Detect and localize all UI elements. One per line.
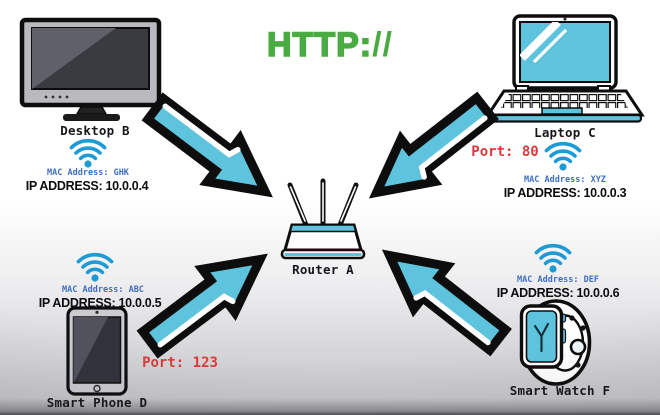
http-slashes: // <box>372 26 393 64</box>
laptop-label: Laptop C <box>534 125 596 140</box>
watch-mac-address: MAC Address: DEF <box>517 275 599 285</box>
smartphone-graphic <box>66 306 128 396</box>
phone-label: Smart Phone D <box>46 395 148 410</box>
phone-mac-address: MAC Address: ABC <box>62 285 144 295</box>
desktop-monitor-graphic <box>19 17 162 121</box>
http-text: HTTP: <box>266 25 373 65</box>
watch-label: Smart Watch F <box>509 383 611 398</box>
router-label: Router A <box>292 262 354 277</box>
desktop-mac-address: MAC Address: GHK <box>47 168 129 178</box>
laptop-port: Port: 80 <box>471 144 539 160</box>
wifi-icon <box>69 138 107 170</box>
desktop-label: Desktop B <box>60 123 130 138</box>
arrow-watch-to-router-icon <box>362 222 527 374</box>
wifi-icon <box>534 243 572 275</box>
laptop-mac-address: MAC Address: XYZ <box>524 175 606 185</box>
phone-port: Port: 123 <box>142 355 218 371</box>
laptop-ip-address: IP ADDRESS: 10.0.0.3 <box>503 186 627 200</box>
router-graphic <box>280 178 366 260</box>
smartwatch-graphic <box>519 299 592 386</box>
wifi-icon <box>544 141 582 173</box>
desktop-ip-address: IP ADDRESS: 10.0.0.4 <box>25 179 149 193</box>
arrow-phone-to-router-icon <box>122 226 288 377</box>
laptop-graphic <box>485 14 645 123</box>
phone-ip-address: IP ADDRESS: 10.0.0.5 <box>38 296 162 310</box>
wifi-icon <box>76 252 114 284</box>
watch-ip-address: IP ADDRESS: 10.0.0.6 <box>496 286 620 300</box>
http-protocol-title: HTTP:// <box>250 25 410 65</box>
